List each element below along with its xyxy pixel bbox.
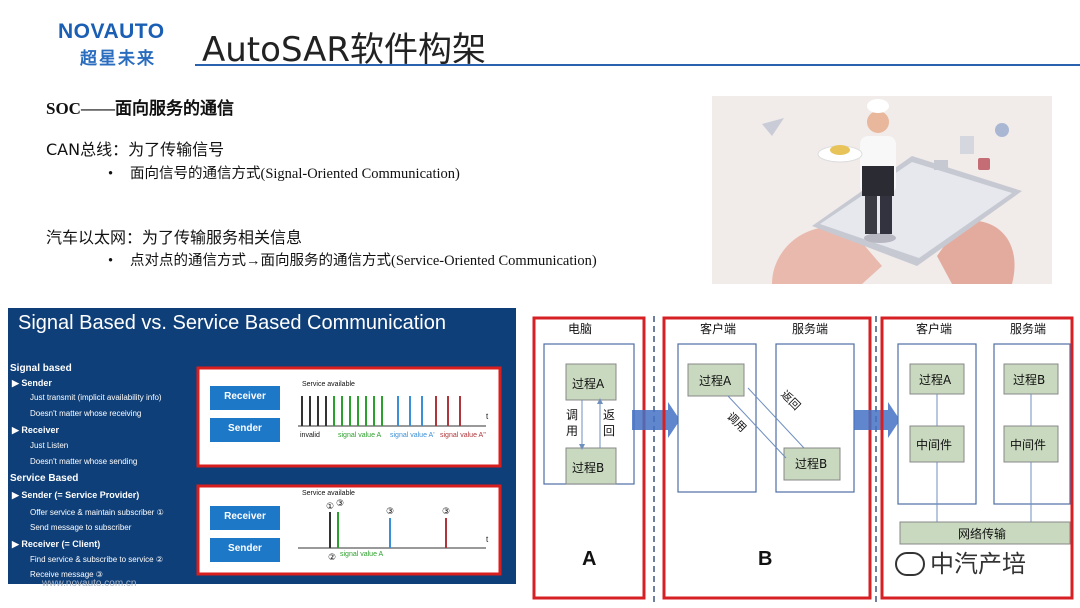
time-axis-label-top: t <box>486 412 489 421</box>
panel-c-frame <box>880 316 1074 600</box>
panel-a-header: 电脑 <box>568 322 593 336</box>
service-sender-label: ▶ Sender (= Service Provider) <box>12 490 140 500</box>
signal-value-a2-label: signal value A'' <box>440 432 486 439</box>
invalid-label: invalid <box>300 432 320 439</box>
brand-logo-subtitle: 超星未来 <box>80 49 156 69</box>
title-divider <box>195 64 1080 66</box>
receiver-button-top: Receiver <box>224 391 266 402</box>
signal-value-a-label-bottom: signal value A <box>340 551 384 558</box>
panel-c-network: 网络传输 <box>958 527 1007 541</box>
receiver-button-bottom: Receiver <box>224 511 266 522</box>
service-receiver-note2: Receive message ③ <box>30 570 103 579</box>
section-heading: SOC——面向服务的通信 <box>46 99 234 118</box>
step-2-marker: ② <box>328 553 337 563</box>
panel-a-process-a: 过程A <box>572 377 605 391</box>
ethernet-bullet: •点对点的通信方式→面向服务的通信方式(Service-Oriented Com… <box>108 253 597 269</box>
panel-c-process-a: 过程A <box>919 373 952 387</box>
service-available-top: Service available <box>302 381 355 388</box>
panel-b-label: B <box>758 548 773 570</box>
step-3-marker: ③ <box>386 507 395 517</box>
step-3-marker: ③ <box>442 507 451 517</box>
play-bullet-icon: ▶ <box>12 378 22 388</box>
panel-b-client-header: 客户端 <box>700 322 737 336</box>
service-sender-note2: Send message to subscriber <box>30 523 132 532</box>
service-sender-note1: Offer service & maintain subscriber ① <box>30 508 164 517</box>
panel-a-label: A <box>582 548 597 570</box>
service-based-heading: Service Based <box>10 473 79 484</box>
signal-based-heading: Signal based <box>10 363 72 374</box>
sender-button-top: Sender <box>228 423 262 434</box>
step-3-marker: ③ <box>336 499 345 509</box>
signal-value-a-label: signal value A <box>338 432 382 439</box>
signal-receiver-label: ▶ Receiver <box>12 425 59 435</box>
play-bullet-icon: ▶ <box>12 425 22 435</box>
signal-sender-note2: Doesn't matter whose receiving <box>30 409 142 418</box>
play-bullet-icon: ▶ <box>12 539 22 549</box>
panel-c-process-b: 过程B <box>1013 373 1046 387</box>
panel-a-call-label: 调用 <box>566 408 579 438</box>
service-receiver-label: ▶ Receiver (= Client) <box>12 539 101 549</box>
panel-a-process-b: 过程B <box>572 461 605 475</box>
panel-b-process-a: 过程A <box>699 374 732 388</box>
panel-c-client-header: 客户端 <box>916 322 953 336</box>
step-1-marker: ① <box>326 502 335 512</box>
sender-button-bottom: Sender <box>228 543 262 554</box>
watermark-text: 中汽产培 <box>930 550 1026 578</box>
panel-b-frame <box>662 316 872 600</box>
panel-b-server-header: 服务端 <box>792 322 829 336</box>
panel-a-frame <box>532 316 646 600</box>
signal-value-a1-label: signal value A' <box>390 432 435 439</box>
signal-vs-service-diagram: Signal Based vs. Service Based Communica… <box>8 308 516 584</box>
service-available-bottom: Service available <box>302 490 355 497</box>
panel-b-process-b: 过程B <box>795 457 828 471</box>
panel-c-server-header: 服务端 <box>1010 322 1047 336</box>
play-bullet-icon: ▶ <box>12 490 22 500</box>
ethernet-line: 汽车以太网：为了传输服务相关信息 <box>46 228 303 247</box>
signal-diagram-title: Signal Based vs. Service Based Communica… <box>18 312 446 334</box>
signal-receiver-note1: Just Listen <box>30 441 69 450</box>
brand-logo-text: NOVAUTO <box>58 20 165 43</box>
panel-c-middleware-server: 中间件 <box>1010 438 1047 452</box>
signal-sender-note1: Just transmit (implicit availability inf… <box>30 393 162 402</box>
can-bus-bullet-text: 面向信号的通信方式(Signal-Oriented Communication) <box>130 166 460 182</box>
page-title: AutoSAR软件构架 <box>202 30 487 70</box>
architecture-diagram <box>532 316 1074 602</box>
footer-url: www.novauto.com.cn <box>42 578 137 589</box>
panel-a-return-label: 返回 <box>603 408 616 438</box>
signal-sender-label: ▶ Sender <box>12 378 52 388</box>
chef-phone-illustration <box>712 96 1052 284</box>
can-bus-line: CAN总线：为了传输信号 <box>46 140 225 159</box>
ethernet-bullet-text: 点对点的通信方式→面向服务的通信方式(Service-Oriented Comm… <box>130 253 597 269</box>
panel-c-middleware-client: 中间件 <box>916 438 953 452</box>
signal-receiver-note2: Doesn't matter whose sending <box>30 457 138 466</box>
wechat-icon <box>895 552 925 576</box>
time-axis-label-bottom: t <box>486 535 489 544</box>
service-receiver-note1: Find service & subscribe to service ② <box>30 555 163 564</box>
can-bus-bullet: •面向信号的通信方式(Signal-Oriented Communication… <box>108 166 460 182</box>
